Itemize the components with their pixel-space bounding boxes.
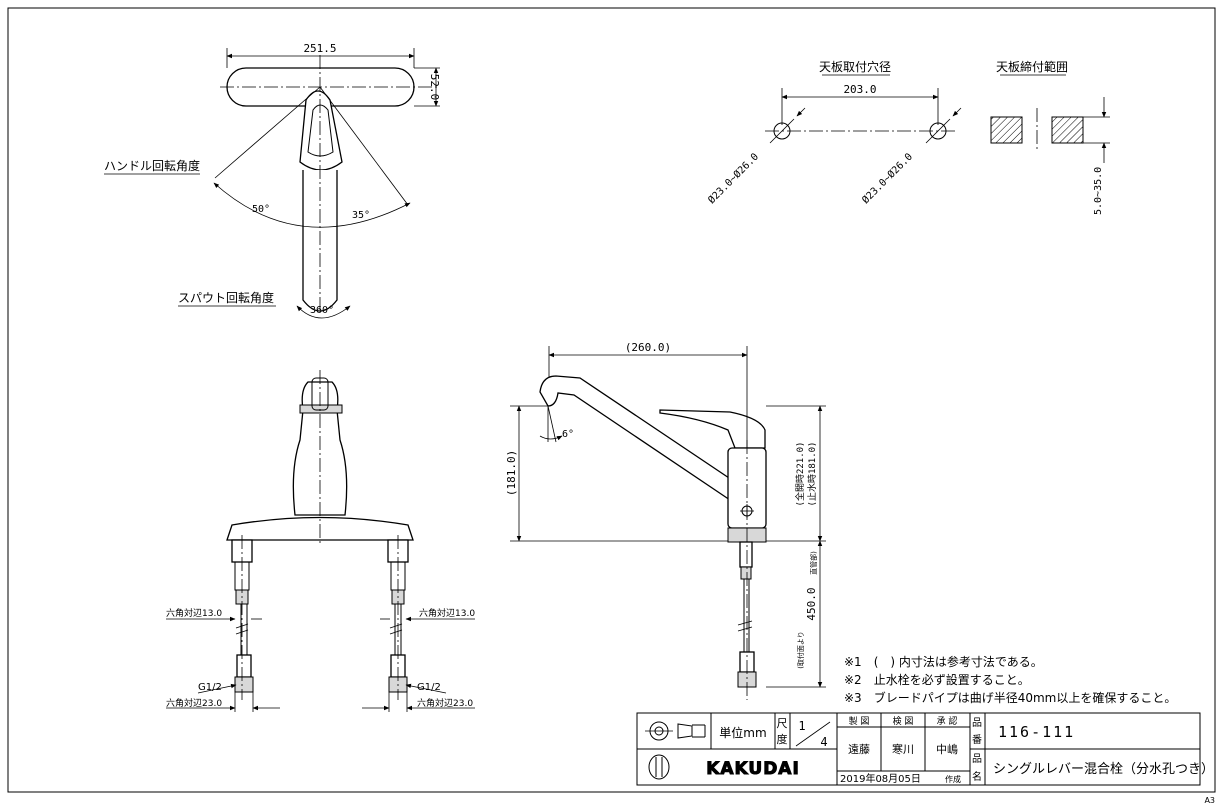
g-thread-right: G1/2 — [417, 682, 441, 693]
front-view: 六角対辺13.0 六角対辺13.0 G1/2 G1/2 六角対辺23.0 六角対… — [166, 370, 475, 712]
handle-angle-right: 35° — [352, 210, 370, 221]
checked-label: 検 図 — [893, 715, 914, 727]
checked-by: 寒川 — [892, 742, 914, 756]
spout-angle: 360° — [310, 305, 334, 316]
lever-inner — [307, 104, 334, 157]
top-view: 251.5 52.0 50° 35° ハンドル回転角度 スパウト回転角度 360… — [104, 42, 441, 319]
counter-range-view: 天板締付範囲 5.0~35.0 — [990, 59, 1110, 215]
counter-thickness-dim: 5.0~35.0 — [1093, 167, 1104, 215]
note-2: ※2 止水栓を必ず設置すること。 — [844, 672, 1030, 687]
handle-angle-left: 50° — [252, 204, 270, 215]
open-height: (全開時221.0) — [794, 442, 806, 507]
mount-hole-view: 天板取付穴径 203.0 Ø23.0~Ø26.0 Ø23.0~Ø26.0 — [706, 59, 962, 206]
note-1: ※1 ( ) 内寸法は参考寸法である。 — [844, 654, 1043, 669]
closed-height: (止水時181.0) — [806, 442, 818, 507]
top-height-dim: 52.0 — [428, 74, 441, 101]
note-3: ※3 ブレードパイプは曲げ半径40mm以上を確保すること。 — [844, 690, 1176, 705]
part-no-label-1: 品 — [972, 717, 982, 729]
reach-dim: (260.0) — [625, 341, 671, 354]
sheet-size: A3 — [1204, 796, 1215, 805]
part-no: 116-111 — [998, 723, 1075, 741]
drawing-border — [7, 7, 1216, 793]
spout-rotation-label: スパウト回転角度 — [178, 290, 274, 305]
part-no-label-2: 番 — [972, 734, 982, 746]
side-view: (260.0) (181.0) 6° (全開時221.0) (止水時181.0)… — [505, 341, 826, 700]
hose-length: 450.0 — [805, 587, 818, 620]
scale-num: 1 — [798, 719, 805, 733]
handle-rotation-label: ハンドル回転角度 — [104, 158, 200, 173]
counter-range-title: 天板締付範囲 — [996, 59, 1068, 74]
hex-left-top: 六角対辺13.0 — [166, 607, 222, 619]
approved-by: 中嶋 — [936, 742, 958, 756]
projection-symbol — [645, 721, 706, 741]
made-label: 製 図 — [849, 715, 870, 727]
notes: ※1 ( ) 内寸法は参考寸法である。 ※2 止水栓を必ず設置すること。 ※3 … — [844, 654, 1176, 705]
mount-hole-right — [929, 122, 947, 140]
part-name-label-1: 品 — [972, 753, 982, 765]
g-thread-left: G1/2 — [198, 682, 222, 693]
created-label: 作成 — [945, 774, 961, 784]
top-width-dim: 251.5 — [303, 42, 336, 55]
hose-note-2: 直管部) — [809, 551, 818, 575]
hex-right-top: 六角対辺13.0 — [419, 607, 475, 619]
approved-label: 承 認 — [937, 715, 958, 727]
scale-label-1: 尺 — [777, 717, 788, 730]
hex-right-bottom: 六角対辺23.0 — [417, 697, 473, 709]
tilt-angle: 6° — [562, 429, 574, 440]
scale-den: 4 — [820, 735, 827, 749]
brand-name: KAKUDAI — [706, 759, 800, 779]
kakudai-logo — [648, 754, 670, 780]
part-name: シングルレバー混合栓（分水孔つき） — [993, 762, 1214, 777]
hex-left-bottom: 六角対辺23.0 — [166, 697, 222, 709]
made-by: 遠藤 — [848, 743, 870, 756]
unit-label: 単位mm — [719, 725, 766, 740]
mount-hole-left — [773, 122, 791, 140]
height-dim: (181.0) — [505, 450, 518, 496]
hose-note-1: (取付面より — [796, 631, 805, 669]
hole-dia-left: Ø23.0~Ø26.0 — [706, 151, 761, 206]
title-block: 単位mm 尺 度 1 4 KAKUDAI 製 図 検 図 承 認 遠藤 寒川 中… — [636, 712, 1214, 786]
part-name-label-2: 名 — [972, 770, 982, 783]
drawing-date: 2019年08月05日 — [840, 772, 921, 785]
hole-spacing-dim: 203.0 — [843, 83, 876, 96]
hole-dia-right: Ø23.0~Ø26.0 — [860, 151, 915, 206]
scale-label-2: 度 — [777, 732, 788, 746]
mount-hole-title: 天板取付穴径 — [819, 59, 891, 74]
